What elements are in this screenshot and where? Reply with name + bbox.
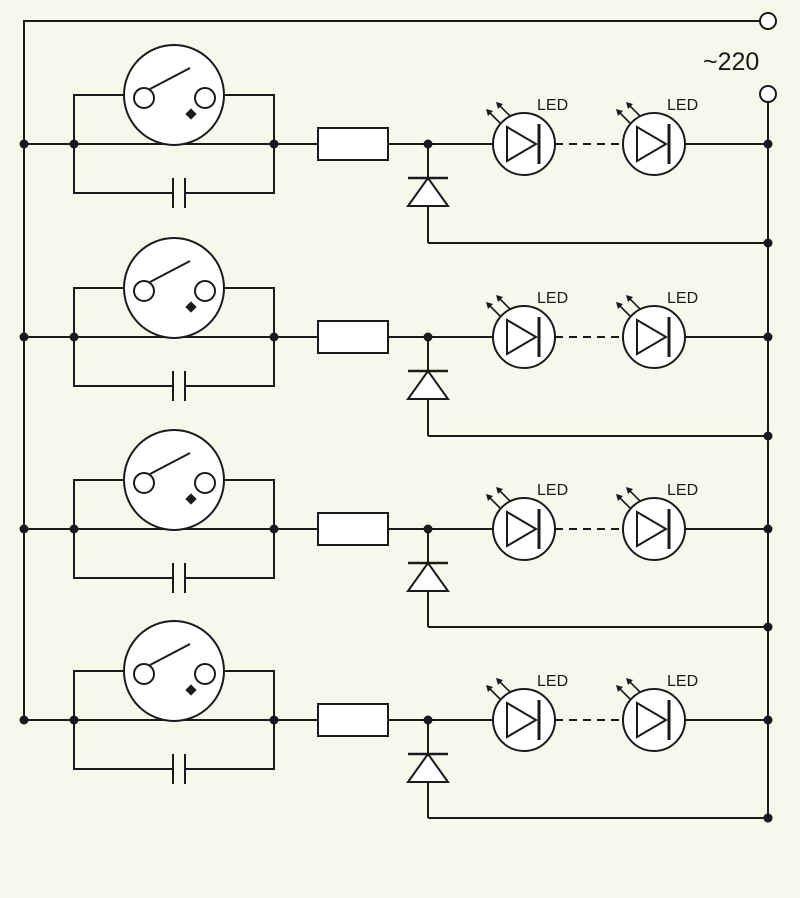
junction-dot bbox=[69, 332, 79, 342]
junction-dot bbox=[69, 139, 79, 149]
led: LED bbox=[616, 673, 698, 752]
junction-dot bbox=[763, 524, 773, 534]
supply-terminal-top bbox=[759, 12, 777, 30]
emission-arrow-head bbox=[496, 487, 503, 494]
led: LED bbox=[486, 290, 568, 369]
emission-arrow-head bbox=[616, 685, 623, 692]
resistor bbox=[317, 512, 389, 546]
junction-dot bbox=[69, 715, 79, 725]
capacitor bbox=[172, 563, 186, 593]
led-label: LED bbox=[537, 290, 568, 307]
junction-dot bbox=[19, 332, 29, 342]
junction-dot bbox=[423, 715, 433, 725]
junction-dot bbox=[763, 139, 773, 149]
emission-arrow-head bbox=[626, 487, 633, 494]
capacitor bbox=[172, 371, 186, 401]
switch-socket bbox=[123, 429, 225, 531]
junction-dot bbox=[763, 332, 773, 342]
junction-dot bbox=[763, 622, 773, 632]
led: LED bbox=[486, 482, 568, 561]
junction-dot bbox=[423, 332, 433, 342]
emission-arrow-head bbox=[616, 494, 623, 501]
capacitor-bypass-wire bbox=[73, 337, 275, 387]
junction-dot bbox=[423, 139, 433, 149]
resistor bbox=[317, 320, 389, 354]
diode bbox=[406, 144, 450, 243]
switch-socket bbox=[123, 44, 225, 146]
junction-dot bbox=[763, 238, 773, 248]
emission-arrow-head bbox=[486, 302, 493, 309]
junction-dot bbox=[19, 715, 29, 725]
switch-socket bbox=[123, 620, 225, 722]
emission-arrow-head bbox=[616, 109, 623, 116]
switch-socket bbox=[123, 237, 225, 339]
resistor bbox=[317, 127, 389, 161]
junction-dot bbox=[69, 524, 79, 534]
capacitor bbox=[172, 754, 186, 784]
junction-dot bbox=[19, 139, 29, 149]
led: LED bbox=[616, 290, 698, 369]
junction-dot bbox=[269, 524, 279, 534]
emission-arrow-head bbox=[626, 295, 633, 302]
circuit-row-2: LED LED bbox=[19, 237, 773, 441]
socket-wire bbox=[73, 670, 275, 720]
circuit-row-4: LED LED bbox=[19, 620, 773, 823]
circuit-row-1: LED LED bbox=[19, 44, 773, 248]
supply-terminal-bottom bbox=[759, 85, 777, 103]
supply-voltage-label: ~220 bbox=[703, 48, 759, 76]
junction-dot bbox=[763, 431, 773, 441]
capacitor bbox=[172, 178, 186, 208]
junction-dot bbox=[763, 813, 773, 823]
junction-dot bbox=[269, 715, 279, 725]
emission-arrow-head bbox=[486, 109, 493, 116]
junction-dot bbox=[19, 524, 29, 534]
junction-dot bbox=[269, 332, 279, 342]
led: LED bbox=[616, 482, 698, 561]
led-label: LED bbox=[667, 673, 698, 690]
left-bus-wire bbox=[23, 20, 760, 720]
led-label: LED bbox=[667, 97, 698, 114]
emission-arrow-head bbox=[626, 678, 633, 685]
emission-arrow-head bbox=[486, 494, 493, 501]
led-label: LED bbox=[537, 482, 568, 499]
socket-wire bbox=[73, 94, 275, 144]
led: LED bbox=[486, 97, 568, 176]
emission-arrow-head bbox=[626, 102, 633, 109]
diode bbox=[406, 337, 450, 436]
led-label: LED bbox=[667, 290, 698, 307]
led-label: LED bbox=[537, 673, 568, 690]
capacitor-bypass-wire bbox=[73, 529, 275, 579]
resistor bbox=[317, 703, 389, 737]
diode bbox=[406, 720, 450, 818]
led: LED bbox=[616, 97, 698, 176]
led: LED bbox=[486, 673, 568, 752]
junction-dot bbox=[763, 715, 773, 725]
junction-dot bbox=[269, 139, 279, 149]
emission-arrow-head bbox=[616, 302, 623, 309]
emission-arrow-head bbox=[496, 102, 503, 109]
diode bbox=[406, 529, 450, 627]
capacitor-bypass-wire bbox=[73, 144, 275, 194]
circuit-row-3: LED LED bbox=[19, 429, 773, 632]
capacitor-bypass-wire bbox=[73, 720, 275, 770]
socket-wire bbox=[73, 479, 275, 529]
emission-arrow-head bbox=[486, 685, 493, 692]
emission-arrow-head bbox=[496, 295, 503, 302]
led-label: LED bbox=[537, 97, 568, 114]
led-label: LED bbox=[667, 482, 698, 499]
socket-wire bbox=[73, 287, 275, 337]
junction-dot bbox=[423, 524, 433, 534]
emission-arrow-head bbox=[496, 678, 503, 685]
